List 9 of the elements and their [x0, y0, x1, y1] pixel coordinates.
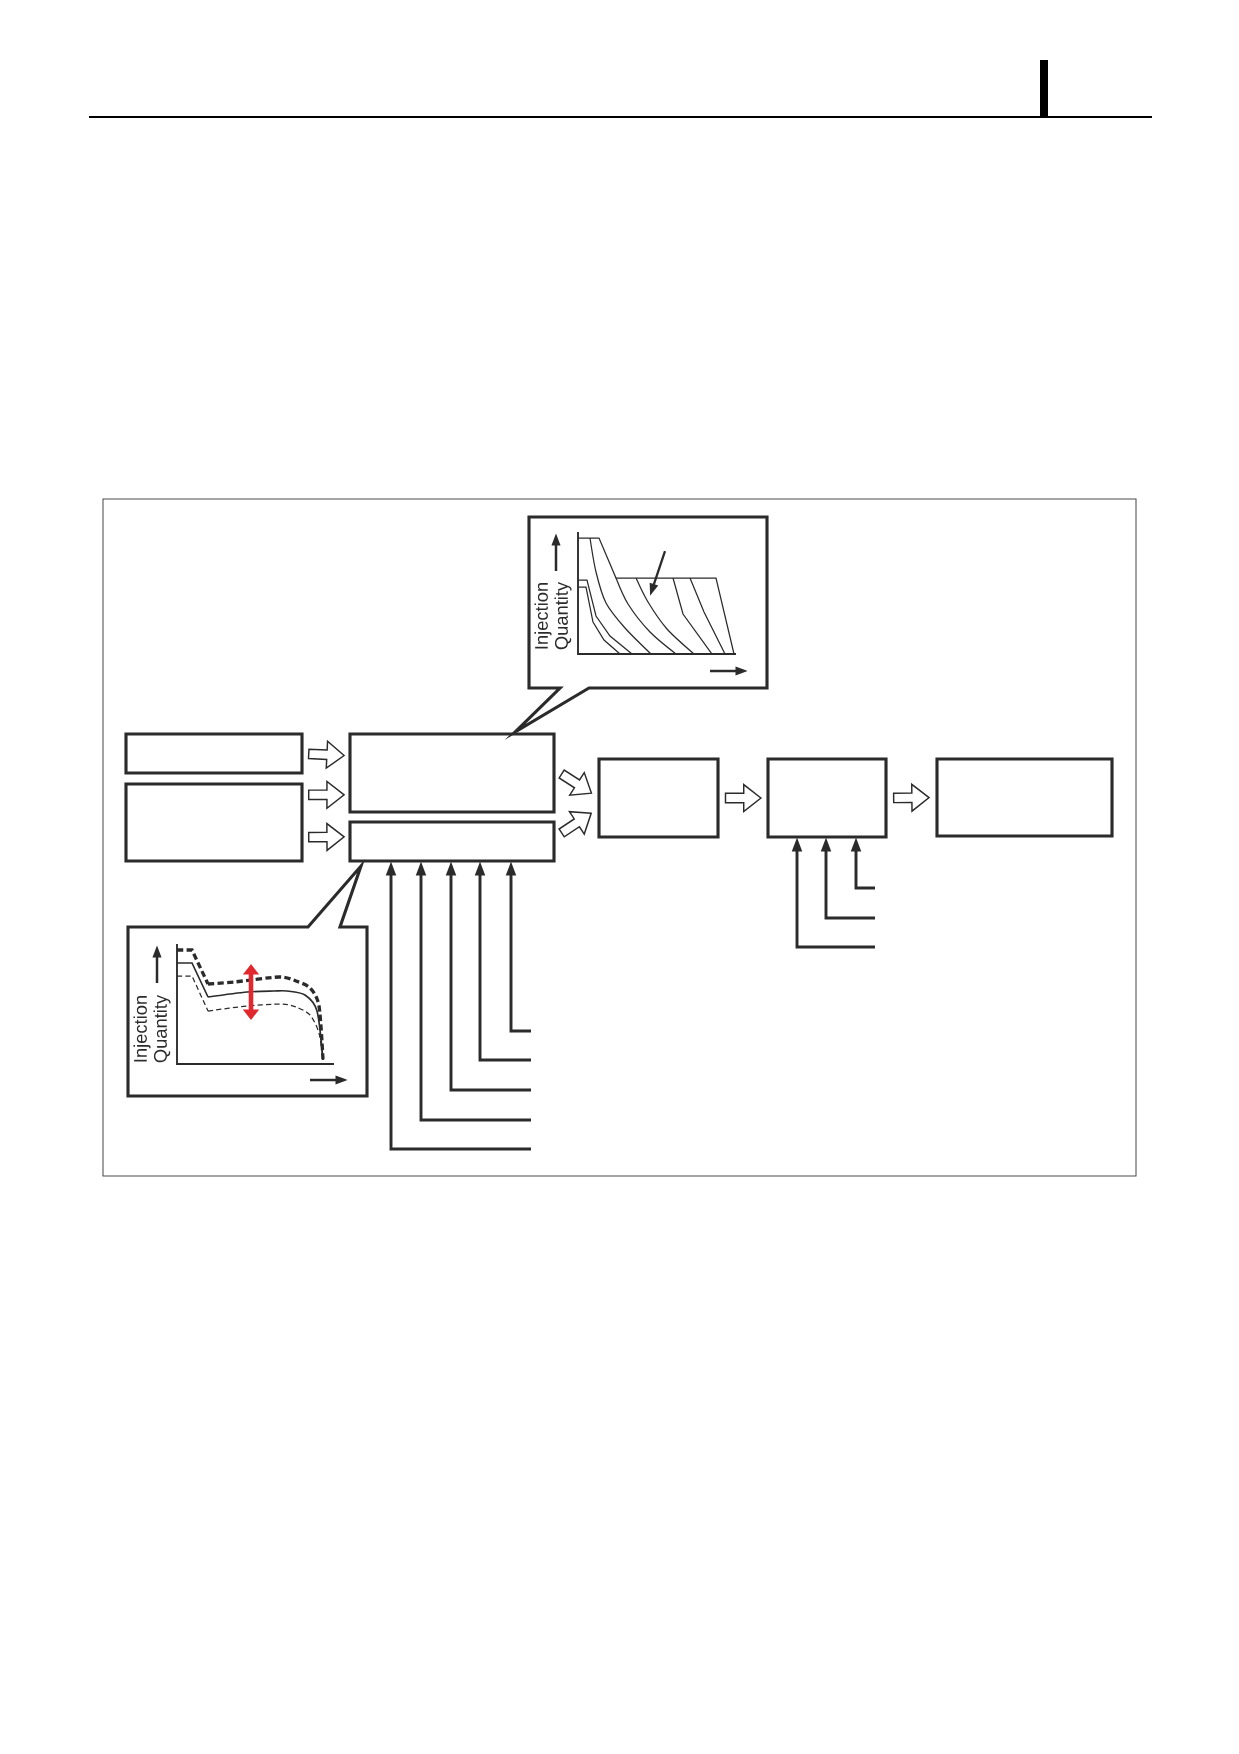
empty-box: [766, 757, 888, 839]
empty-box: [124, 782, 304, 863]
axis-label: Injection Quantity: [534, 581, 572, 650]
empty-box: [348, 732, 556, 814]
empty-box: [597, 757, 720, 839]
empty-box: [348, 820, 556, 863]
empty-box: [935, 757, 1114, 838]
empty-box: [124, 732, 304, 775]
axis-label: Injection Quantity: [133, 994, 171, 1063]
